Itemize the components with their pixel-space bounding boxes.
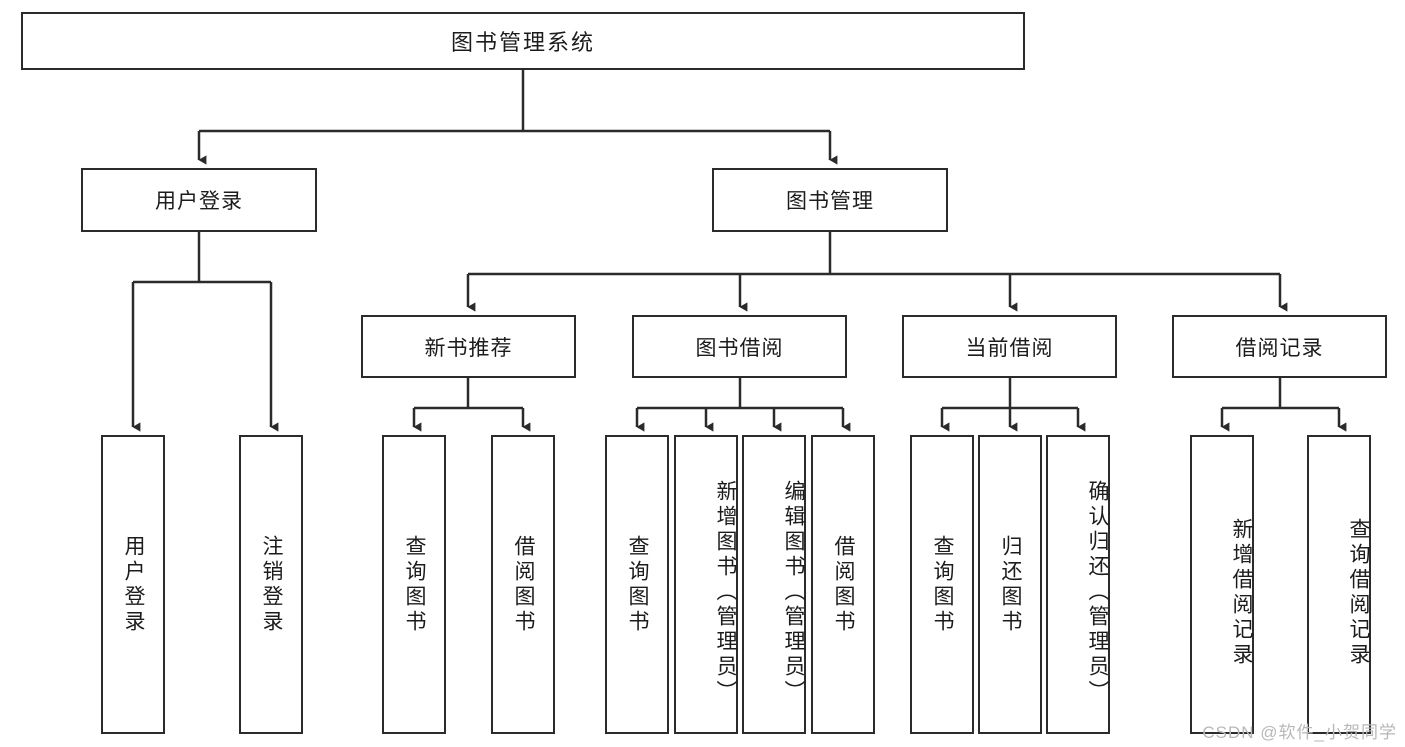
leaf-user-login-signout[interactable]: 注销登录	[239, 435, 303, 734]
leaf-book-borrow-query-books[interactable]: 查询图书	[605, 435, 669, 734]
node-borrow-record[interactable]: 借阅记录	[1172, 315, 1387, 378]
leaf-new-book-query-books[interactable]: 查询图书	[382, 435, 446, 734]
csdn-watermark: CSDN @软件_小贺同学	[1202, 723, 1397, 742]
node-book-management[interactable]: 图书管理	[712, 168, 948, 232]
leaf-user-login-signin[interactable]: 用户登录	[101, 435, 165, 734]
leaf-current-borrow-return-books[interactable]: 归还图书	[978, 435, 1042, 734]
leaf-current-borrow-query-books[interactable]: 查询图书	[910, 435, 974, 734]
leaf-borrow-record-query-record[interactable]: 查询借阅记录	[1307, 435, 1371, 734]
leaf-new-book-borrow-books[interactable]: 借阅图书	[491, 435, 555, 734]
leaf-current-borrow-confirm-return-admin[interactable]: 确认归还（管理员）	[1046, 435, 1110, 734]
node-new-book-recommend[interactable]: 新书推荐	[361, 315, 576, 378]
leaf-book-borrow-edit-book-admin[interactable]: 编辑图书（管理员）	[742, 435, 806, 734]
node-current-borrow[interactable]: 当前借阅	[902, 315, 1117, 378]
node-root-book-management-system[interactable]: 图书管理系统	[21, 12, 1025, 70]
node-user-login[interactable]: 用户登录	[81, 168, 317, 232]
leaf-book-borrow-borrow-books[interactable]: 借阅图书	[811, 435, 875, 734]
leaf-book-borrow-add-book-admin[interactable]: 新增图书（管理员）	[674, 435, 738, 734]
leaf-borrow-record-add-record[interactable]: 新增借阅记录	[1190, 435, 1254, 734]
node-book-borrow[interactable]: 图书借阅	[632, 315, 847, 378]
